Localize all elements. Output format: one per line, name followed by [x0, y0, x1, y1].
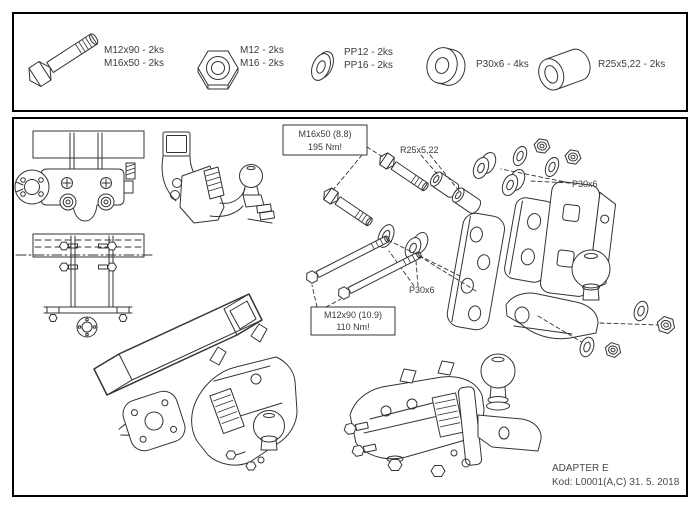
legend-bolt-label: M12x90 - 2ks M16x50 - 2ks [104, 44, 164, 70]
thick-washer-icon [426, 47, 466, 86]
footer-code: Kod: L0001(A,C) 31. 5. 2018 [552, 477, 680, 488]
footer-title: ADAPTER E [552, 463, 609, 474]
spacer-sleeve-icon [538, 48, 591, 91]
legend-spacer-label: R25x5,22 - 2ks [598, 58, 665, 71]
tow-ball-assembled [480, 353, 516, 389]
tow-ball [253, 410, 285, 442]
torque-callout-m16: M16x50 (8.8) 195 Nm! [282, 124, 368, 156]
legend-flat-washer-line1: PP12 - 2ks [344, 47, 393, 58]
spacer-block [504, 197, 556, 283]
label-p30-lower: P30x6 [409, 285, 435, 295]
front-view [14, 130, 145, 222]
label-p30-upper: P30x6 [572, 179, 598, 189]
legend-thick-washer-line1: P30x6 - 4ks [476, 59, 529, 70]
torque-callout-m12: M12x90 (10.9) 110 Nm! [310, 306, 396, 336]
legend-thick-washer-label: P30x6 - 4ks [476, 58, 529, 71]
label-r25: R25x5,22 [400, 145, 439, 155]
legend-flat-washer-line2: PP16 - 2ks [344, 60, 393, 71]
drawing-footer: ADAPTER E Kod: L0001(A,C) 31. 5. 2018 [552, 463, 680, 488]
callout-m12-line2: 110 Nm! [336, 322, 369, 332]
bolt-m12-a [306, 235, 390, 284]
bolt-m16-b [323, 187, 373, 227]
callout-m12-line1: M12x90 (10.9) [324, 310, 382, 320]
assembled-view [343, 353, 542, 477]
hex-nut-icon [197, 50, 239, 90]
hex-bolt-icon [28, 33, 99, 87]
legend-bolt-line2: M16x50 - 2ks [104, 58, 165, 69]
legend-bolt-line1: M12x90 - 2ks [104, 45, 165, 56]
assembly-diagram-box: M16x50 (8.8) 195 Nm! M12x90 (10.9) 110 N… [12, 117, 688, 497]
bolt-m16-a [379, 152, 429, 192]
technical-drawing: M16x50 (8.8) 195 Nm! M12x90 (10.9) 110 N… [14, 124, 680, 488]
isometric-view [93, 293, 298, 471]
legend-flat-washer-label: PP12 - 2ks PP16 - 2ks [344, 46, 393, 72]
legend-nut-line1: M12 - 2ks [240, 45, 284, 56]
callout-m16-line1: M16x50 (8.8) [298, 129, 351, 139]
callout-m16-line2: 195 Nm! [308, 142, 342, 152]
legend-nut-line2: M16 - 2ks [240, 58, 284, 69]
tow-ball-exploded [571, 249, 611, 289]
flange-plate [118, 390, 186, 452]
legend-nut-label: M12 - 2ks M16 - 2ks [240, 44, 284, 70]
clevis-plate [446, 212, 506, 331]
exploded-view [306, 138, 676, 358]
section-view [15, 233, 155, 338]
ball-arm [505, 292, 599, 340]
parts-legend-box: M12x90 - 2ks M16x50 - 2ks M12 - 2ks M16 … [12, 12, 688, 112]
side-view [161, 131, 275, 224]
flat-washer-icon [311, 51, 334, 81]
bolt-m12-b [338, 251, 422, 300]
legend-spacer-line1: R25x5,22 - 2ks [598, 59, 666, 70]
